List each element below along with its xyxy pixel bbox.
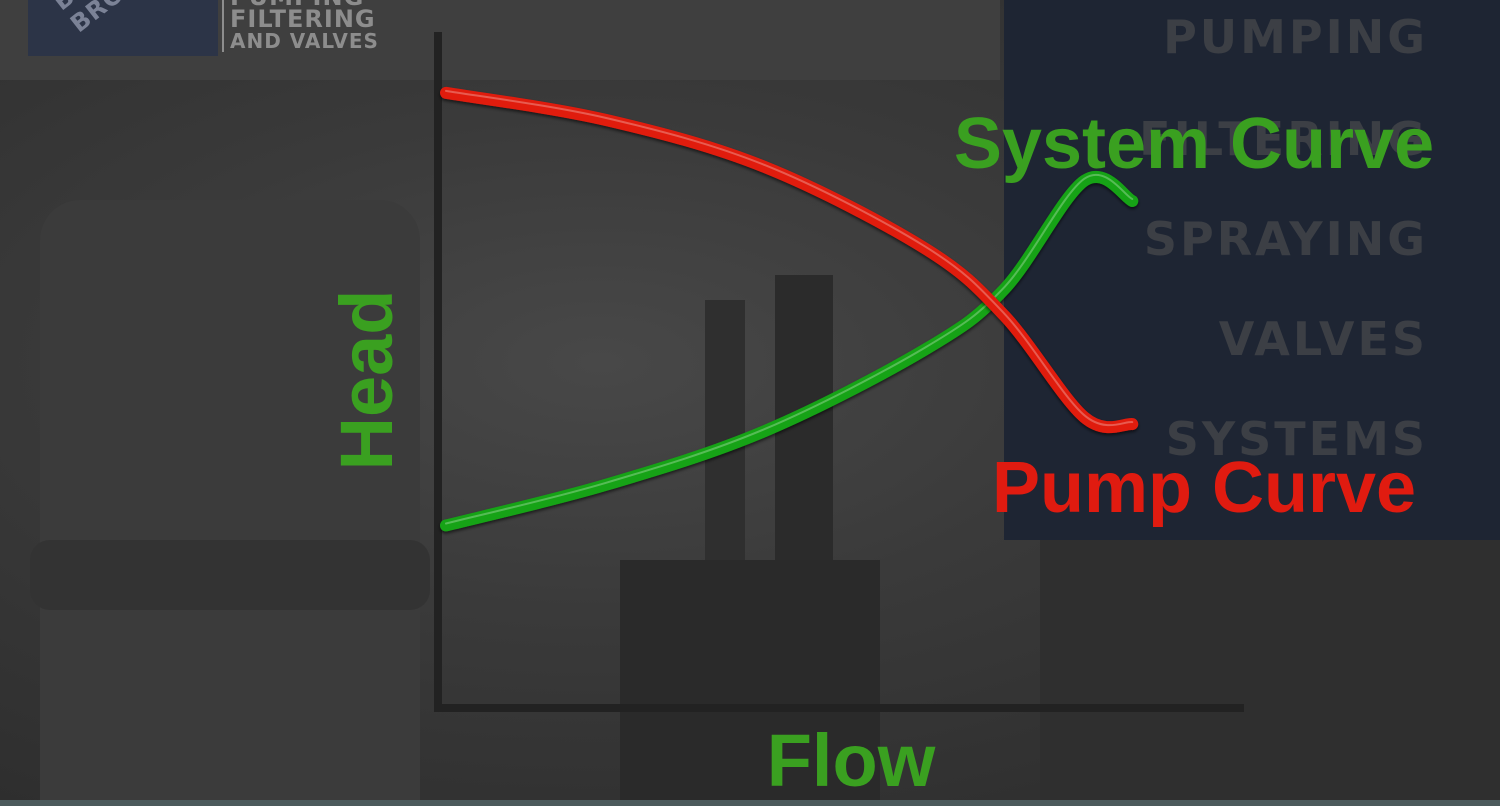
services-panel: PUMPING FILTERING SPRAYING VALVES SYSTEM…: [1004, 0, 1500, 540]
brand-logo: BROOKS BROOKS: [28, 0, 218, 56]
panel-word: SPRAYING: [1143, 212, 1428, 266]
y-axis-label: Head: [325, 290, 408, 471]
background-tower-ring: [30, 540, 430, 610]
x-axis-label: Flow: [767, 719, 936, 802]
series-layer: [440, 86, 1139, 532]
tagline-line: FILTERING: [230, 5, 376, 33]
background-structure-right: [1040, 540, 1500, 806]
bottom-bar: [0, 800, 1500, 806]
tagline-line: PUMPING: [230, 0, 379, 9]
system-curve-line: [440, 170, 1139, 532]
panel-word: SYSTEMS: [1165, 412, 1428, 466]
pump-curve-line: [440, 86, 1139, 434]
background-tower-left: [40, 200, 420, 806]
panel-word: VALVES: [1218, 312, 1428, 366]
system-curve-label: System Curve: [954, 104, 1434, 184]
background-structure: [620, 560, 880, 806]
brand-tagline: PUMPING FILTERING AND VALVES: [222, 0, 379, 52]
panel-word: FILTERING: [1139, 112, 1428, 166]
panel-word: PUMPING: [1163, 10, 1428, 64]
pump-curve-highlight: [445, 89, 1134, 427]
system-curve-highlight: [445, 173, 1134, 525]
pump-curve-label: Pump Curve: [992, 448, 1416, 528]
tagline-line: AND VALVES: [230, 29, 379, 53]
